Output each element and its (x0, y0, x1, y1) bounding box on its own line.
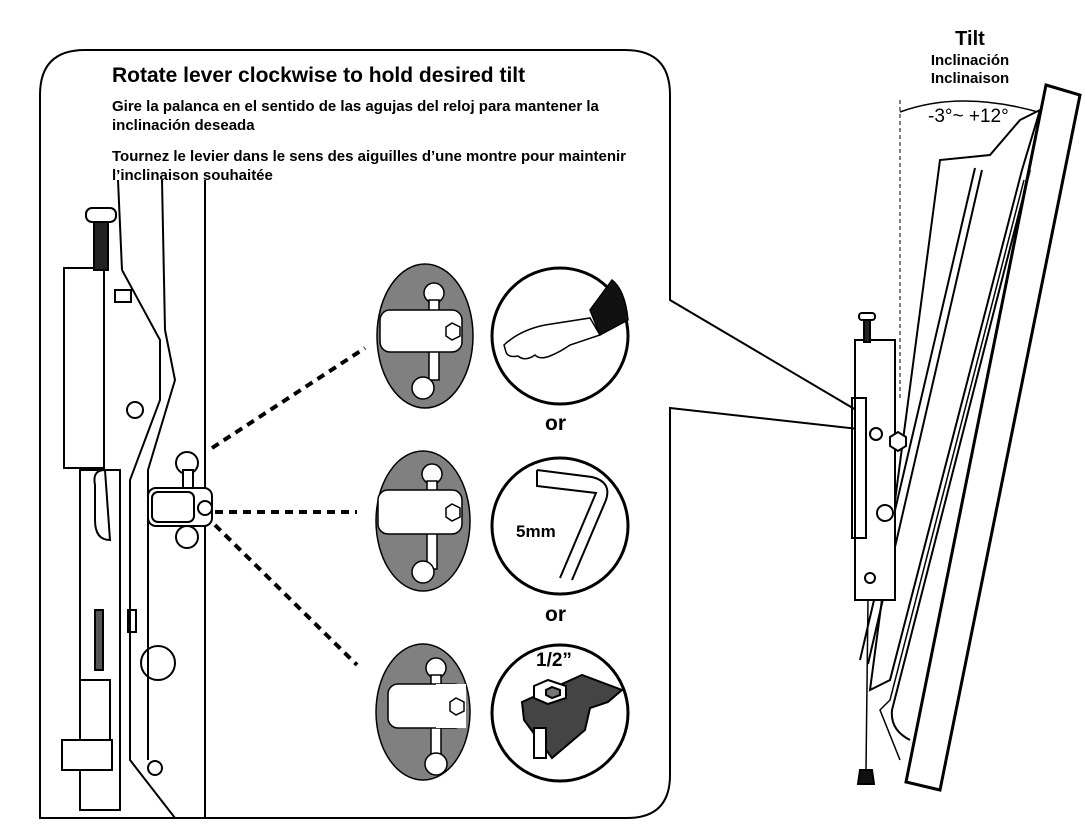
option-hand (376, 263, 630, 409)
bracket-detail (61, 179, 206, 819)
instruction-french: Tournez le levier dans le sens des aigui… (112, 148, 627, 184)
hex-key-size-label: 5mm (516, 522, 556, 541)
tilt-title-spanish: Inclinación (930, 52, 1010, 69)
tilt-lever (147, 451, 213, 549)
option-wrench (375, 643, 630, 783)
instruction-title-english: Rotate lever clockwise to hold desired t… (112, 64, 526, 87)
or-separator: or (545, 412, 566, 435)
or-separator: or (545, 603, 566, 626)
hand-icon (503, 278, 629, 360)
option-hex-key (375, 450, 630, 596)
hex-key-icon (536, 469, 609, 581)
callout-pointers (210, 346, 367, 667)
tilt-range: -3°~ +12° (928, 106, 1009, 127)
tilt-title: Tilt (955, 28, 985, 50)
wrench-size-label: 1/2” (536, 650, 572, 671)
callout-panel (39, 49, 896, 819)
instruction-spanish: Gire la palanca en el sentido de las agu… (112, 98, 599, 134)
tv-mount-side-view (851, 83, 1082, 792)
tilt-title-french: Inclinaison (930, 70, 1010, 87)
wrench-icon (520, 673, 624, 760)
